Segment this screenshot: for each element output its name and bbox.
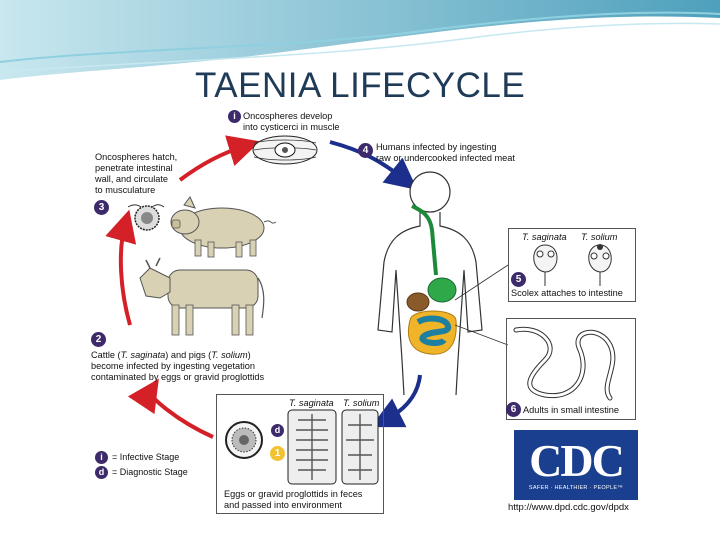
- stage-2-badge: 2: [91, 332, 106, 347]
- stage-4-badge: 4: [358, 143, 373, 158]
- egg-illustration: [225, 421, 263, 459]
- legend-infective-label: = Infective Stage: [112, 452, 180, 462]
- proglottid-solium-illustration: [341, 409, 379, 485]
- stage-2-label: Cattle (T. saginata) and pigs (T. solium…: [91, 350, 265, 382]
- stage-i-badge: i: [228, 110, 241, 123]
- arrow-environment-to-animals: [127, 378, 214, 439]
- stage-6-label: Adults in small intestine: [523, 405, 620, 415]
- pig-illustration: [170, 196, 277, 258]
- cdc-tagline: SAFER · HEALTHIER · PEOPLE™: [528, 485, 624, 491]
- eggs-species-solium: T. solium: [343, 398, 380, 408]
- legend-diagnostic-label: = Diagnostic Stage: [112, 467, 188, 477]
- eggs-species-saginata: T. saginata: [289, 398, 334, 408]
- cow-illustration: [139, 257, 265, 336]
- stage-d-badge: d: [271, 424, 284, 437]
- human-body-illustration: [377, 171, 483, 396]
- stage-3-label: Oncospheres hatch,penetrate intestinal w…: [95, 152, 178, 195]
- scolex-solium-illustration: [588, 244, 612, 286]
- arrow-animals-to-hatch: [105, 209, 137, 326]
- adult-tapeworm-inner: [514, 327, 615, 400]
- stage-5-badge: 5: [511, 272, 526, 287]
- adults-box: [506, 318, 636, 420]
- arrow-hatch-to-muscle: [178, 135, 261, 182]
- eggs-box: [216, 394, 384, 514]
- stage-6-badge: 6: [506, 402, 521, 417]
- source-url: http://www.dpd.cdc.gov/dpdx: [508, 502, 629, 513]
- header-swoosh: [0, 0, 720, 80]
- scolex-species-saginata: T. saginata: [522, 232, 567, 242]
- stage-1-badge: 1: [270, 446, 285, 461]
- scolex-saginata-illustration: [533, 244, 558, 286]
- cdc-logo: CDC SAFER · HEALTHIER · PEOPLE™: [514, 430, 638, 500]
- scolex-box: [508, 228, 636, 302]
- legend-infective-badge: i: [95, 451, 108, 464]
- stage-3-badge: 3: [94, 200, 109, 215]
- proglottid-saginata-illustration: [287, 409, 337, 485]
- scolex-species-solium: T. solium: [581, 232, 618, 242]
- oncosphere-illustration: [127, 204, 165, 231]
- legend-diagnostic-badge: d: [95, 466, 108, 479]
- arrow-humans-to-feces: [370, 374, 422, 428]
- cdc-logo-letters: CDC: [529, 435, 625, 486]
- stage-5-label: Scolex attaches to intestine: [511, 288, 623, 298]
- cysticercus-illustration: [252, 135, 318, 165]
- slide-title: TAENIA LIFECYCLE: [195, 66, 526, 105]
